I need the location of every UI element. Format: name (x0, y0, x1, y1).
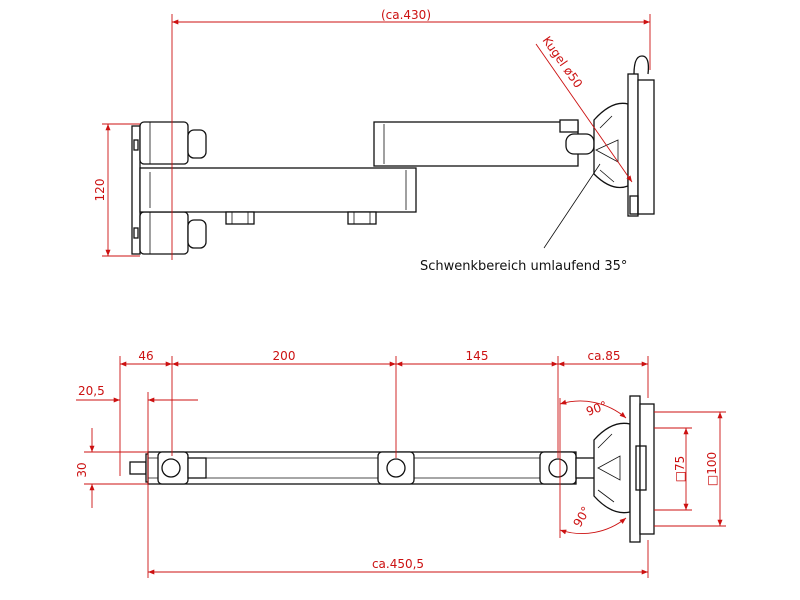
angle-arc-bottom (559, 517, 627, 535)
side-plate-center (635, 445, 647, 491)
dim-label-46: 46 (138, 349, 153, 363)
side-arm (147, 451, 577, 485)
angle-label-top: 90° (584, 398, 609, 418)
side-monitor-plate-back (639, 403, 655, 535)
side-connector (575, 457, 597, 479)
dim-label-20-5: 20,5 (78, 384, 105, 398)
dim-label-145: 145 (466, 349, 489, 363)
side-ball-cup (593, 422, 631, 514)
wall-plate-top (131, 125, 141, 255)
side-cup-lines (597, 433, 615, 503)
joint-wall-bolt (161, 458, 181, 478)
side-monitor-plate (629, 395, 641, 543)
lower-hinge-knob (187, 219, 207, 249)
joint-wall-knob (187, 457, 207, 479)
dim-label-450-5: ca.450,5 (372, 557, 424, 571)
swivel-note: Schwenkbereich umlaufend 35° (420, 259, 627, 274)
wall-plate-slot-bottom (133, 227, 139, 239)
wall-plate-slot-top (133, 139, 139, 151)
joint-end-bolt (548, 458, 568, 478)
monitor-plate (627, 73, 639, 217)
lower-hinge-block (139, 211, 189, 255)
side-cup-inner (597, 455, 621, 481)
angle-arc-top (559, 399, 627, 419)
monitor-plate-back (637, 79, 655, 215)
monitor-plate-hook (633, 55, 650, 75)
arm-bolt-right (347, 211, 377, 225)
dim-label-200: 200 (273, 349, 296, 363)
arm-bolt-left (225, 211, 255, 225)
upper-hinge-block (139, 121, 189, 165)
monitor-plate-clip (629, 195, 639, 215)
dim-label-75: □75 (673, 456, 687, 483)
dim-label-85: ca.85 (587, 349, 620, 363)
swivel-leader (543, 163, 601, 249)
tilt-connector (565, 133, 595, 155)
upper-arm (373, 121, 579, 167)
dim-line-ball (535, 43, 633, 183)
joint-mid-bolt (386, 458, 406, 478)
dim-label-430: (ca.430) (381, 8, 431, 22)
tilt-screw (559, 119, 579, 133)
wall-stud (129, 461, 147, 475)
ball-cup (593, 102, 629, 189)
dim-label-100: □100 (705, 452, 719, 486)
top-view: (ca.430) 120 Kugel ø50 Schwenkbereich um… (93, 8, 655, 274)
dim-label-120: 120 (93, 179, 107, 202)
upper-hinge-knob (187, 129, 207, 159)
side-view: 90° 90° 46 200 145 ca.85 20,5 30 □75 (75, 349, 726, 578)
cup-inner (595, 139, 619, 163)
dim-label-30: 30 (75, 462, 89, 477)
angle-label-bottom: 90° (570, 504, 593, 529)
lower-arm (139, 167, 417, 213)
cup-lines (599, 115, 615, 183)
